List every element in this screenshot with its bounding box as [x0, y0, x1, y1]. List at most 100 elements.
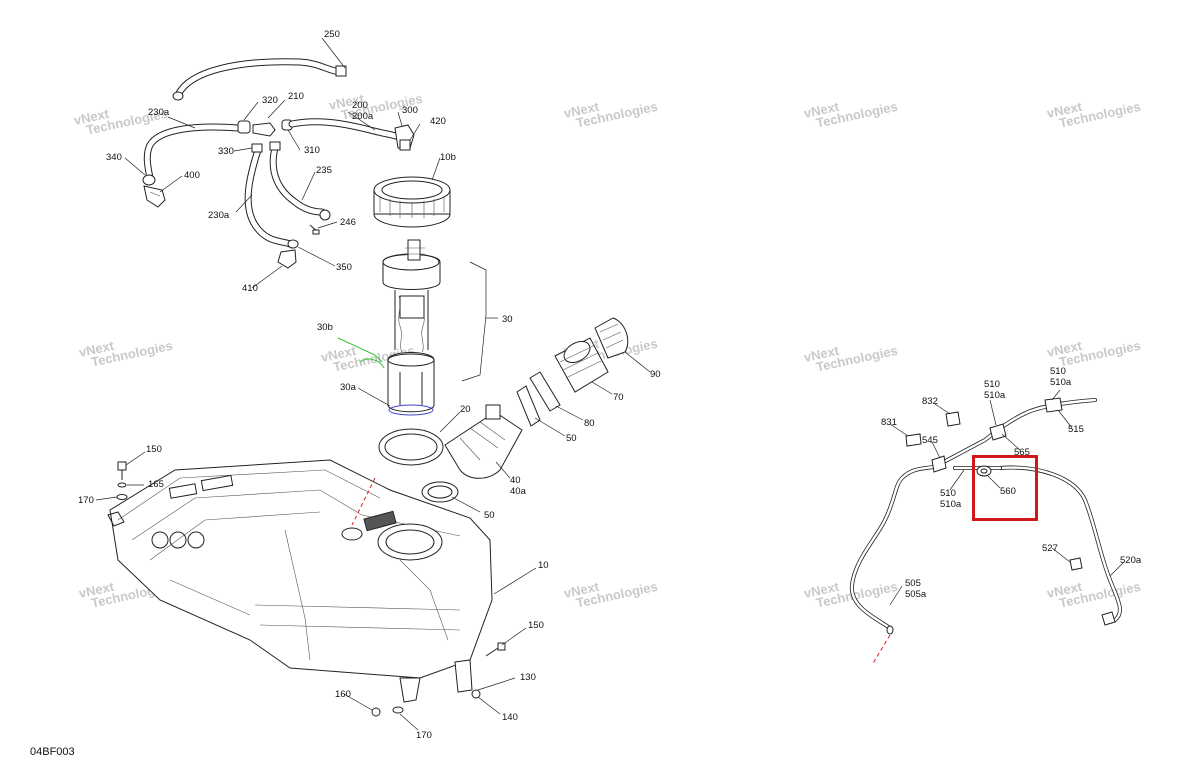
label-170-top: 170	[78, 495, 94, 506]
label-40a: 40a	[510, 486, 527, 497]
leader-lines	[95, 37, 1125, 731]
svg-text:vNext: vNext	[1046, 579, 1084, 601]
label-400: 400	[184, 170, 200, 181]
label-300: 300	[402, 105, 418, 116]
label-510a-mid: 510a	[940, 499, 962, 510]
label-831: 831	[881, 417, 897, 428]
screw-246	[309, 224, 320, 235]
svg-text:vNext: vNext	[803, 579, 841, 601]
watermark: vNext Technologies	[803, 343, 899, 375]
label-310: 310	[304, 145, 320, 156]
label-340: 340	[106, 152, 122, 163]
label-30a: 30a	[340, 382, 357, 393]
label-160: 160	[335, 689, 351, 700]
gasket-80	[529, 371, 561, 412]
hardware-160-170	[371, 706, 404, 717]
label-515: 515	[1068, 424, 1084, 435]
hardware-150-170-165	[116, 461, 128, 500]
fuel-pump-module-30	[382, 239, 441, 416]
label-165: 165	[148, 479, 164, 490]
label-230a-top: 230a	[148, 107, 170, 118]
clip-350	[287, 239, 299, 249]
watermark: vNext Technologies	[803, 99, 899, 131]
label-40: 40	[510, 475, 521, 486]
clamp-50-upper	[516, 385, 541, 427]
label-510a-top: 510a	[984, 390, 1006, 401]
watermark: vNext Technologies	[328, 91, 424, 123]
label-235: 235	[316, 165, 332, 176]
label-170-bottom: 170	[416, 730, 432, 741]
hardware-150-130-140	[471, 642, 506, 699]
label-510-top: 510	[984, 379, 1000, 390]
watermark: vNext Technologies	[563, 579, 659, 611]
label-246: 246	[340, 217, 356, 228]
label-30b: 30b	[317, 322, 333, 333]
svg-text:vNext: vNext	[803, 99, 841, 121]
label-510a-far: 510a	[1050, 377, 1072, 388]
fuel-cap-90	[594, 317, 629, 359]
clamp-50-lower	[421, 481, 459, 503]
label-50-right: 50	[566, 433, 577, 444]
hose-250	[172, 58, 347, 101]
label-510-mid: 510	[940, 488, 956, 499]
label-130: 130	[520, 672, 536, 683]
label-527: 527	[1042, 543, 1058, 554]
label-510-far: 510	[1050, 366, 1066, 377]
hose-200	[288, 118, 406, 142]
fuel-tank-10	[107, 459, 493, 703]
tank-gasket-20	[378, 428, 444, 466]
connector-300-420	[394, 124, 415, 151]
svg-text:vNext: vNext	[563, 579, 601, 601]
label-230a: 230a	[208, 210, 230, 221]
label-520a: 520a	[1120, 555, 1142, 566]
label-150-bottom: 150	[528, 620, 544, 631]
highlight-box-part-560	[972, 455, 1038, 521]
label-505: 505	[905, 578, 921, 589]
filter-30b	[337, 337, 385, 369]
label-10: 10	[538, 560, 549, 571]
clip-527	[1069, 557, 1083, 571]
vent-line-510	[936, 397, 1097, 467]
svg-text:vNext: vNext	[73, 106, 111, 128]
vent-line-505-520a	[849, 463, 1122, 635]
clip-831	[905, 433, 922, 447]
hose-230a-upper	[143, 123, 242, 182]
lock-ring-10b	[373, 176, 451, 228]
part-labels: 250 230a 320 210 200 200a 300 420 340 40…	[78, 29, 1142, 741]
label-70: 70	[613, 392, 624, 403]
label-320: 320	[262, 95, 278, 106]
filler-tube-40	[444, 404, 523, 479]
svg-text:vNext: vNext	[320, 343, 358, 365]
label-200a: 200a	[352, 111, 374, 122]
label-330: 330	[218, 146, 234, 157]
diagram-code: 04BF003	[30, 746, 75, 758]
label-90: 90	[650, 369, 661, 380]
label-250: 250	[324, 29, 340, 40]
insertion-guide-line	[351, 477, 376, 526]
label-560: 560	[1000, 486, 1016, 497]
label-20: 20	[460, 404, 471, 415]
watermark: vNext Technologies	[563, 99, 659, 131]
label-30: 30	[502, 314, 513, 325]
label-10b: 10b	[440, 152, 456, 163]
clip-832	[945, 411, 961, 427]
svg-text:vNext: vNext	[78, 338, 116, 360]
valve-560	[953, 465, 1002, 477]
watermark: vNext Technologies	[1046, 338, 1142, 370]
vent-guide-line	[871, 634, 891, 666]
fitting-340-400	[142, 174, 166, 208]
label-832: 832	[922, 396, 938, 407]
label-200: 200	[352, 100, 368, 111]
label-565: 565	[1014, 447, 1030, 458]
tee-fitting-210	[237, 119, 293, 137]
label-210: 210	[288, 91, 304, 102]
bracket-30	[461, 261, 498, 382]
label-410: 410	[242, 283, 258, 294]
hose-235	[269, 141, 331, 221]
connector-545	[931, 455, 947, 473]
label-150-top: 150	[146, 444, 162, 455]
label-350: 350	[336, 262, 352, 273]
svg-text:vNext: vNext	[563, 99, 601, 121]
label-50: 50	[484, 510, 495, 521]
elbow-410	[277, 249, 297, 269]
